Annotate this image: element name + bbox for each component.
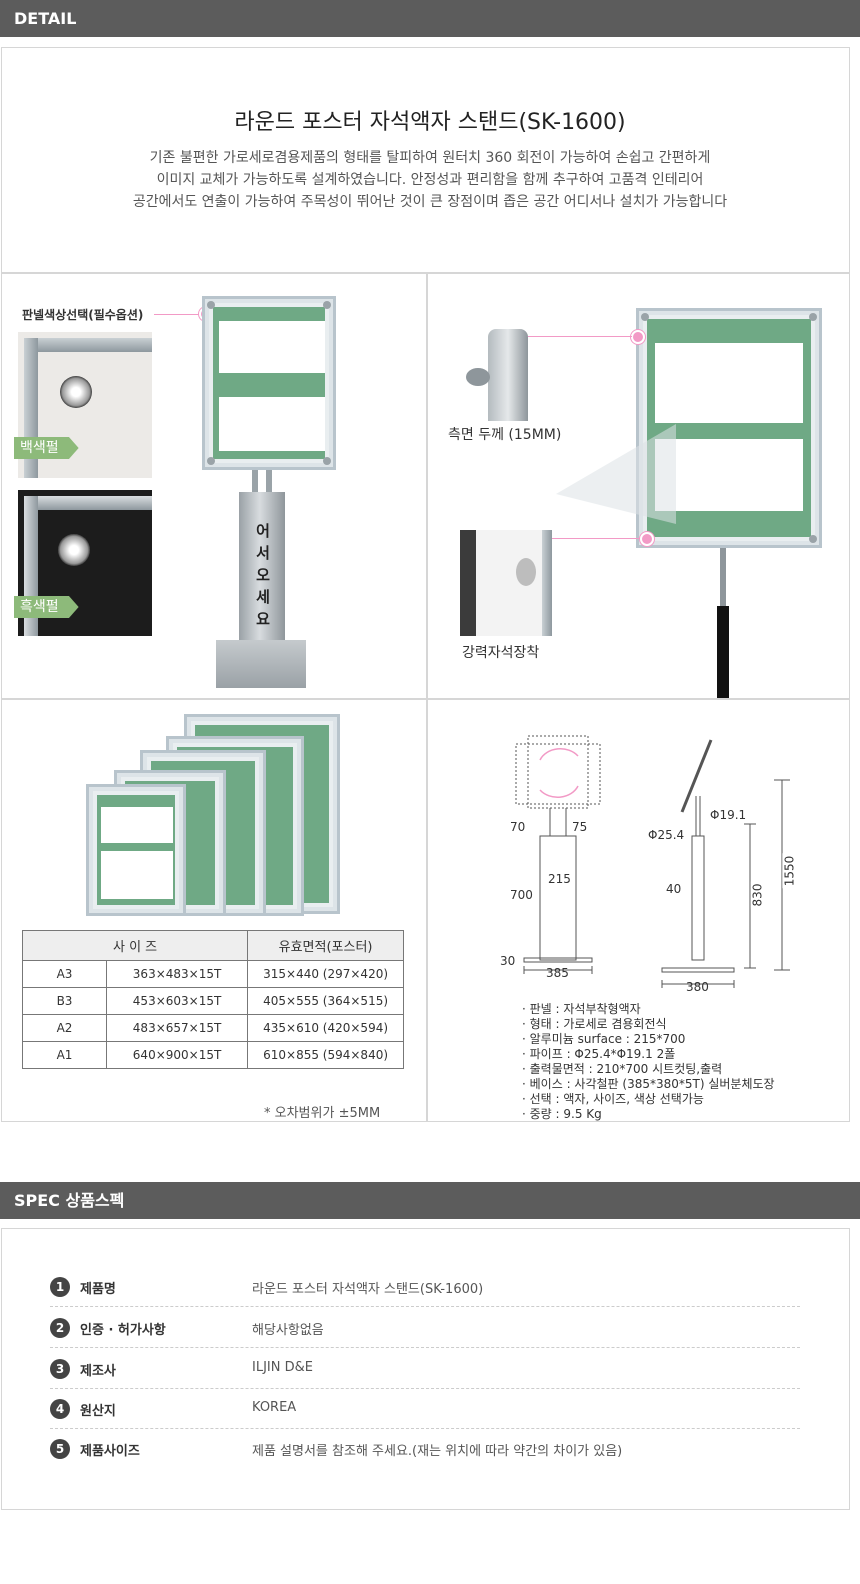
white-pearl-tag: 백색펄 (14, 437, 79, 459)
product-title: 라운드 포스터 자석액자 스탠드(SK-1600) (234, 110, 626, 135)
dim-830: 830 (750, 881, 765, 909)
callout-dot-bottom (640, 532, 654, 546)
leader-line-top (528, 336, 632, 337)
intro-line-2: 이미지 교체가 가능하도록 설계하였습니다. 안정성과 편리함을 함께 추구하여… (156, 172, 704, 188)
table-row: A3 363×483×15T 315×440 (297×420) (22, 960, 404, 988)
panel-color-cell: 판넬색상선택(필수옵션) 백색펄 흑색펄 어 서 오 세 요 (1, 273, 427, 699)
spec-list-item: · 파이프 : Φ25.4*Φ19.1 2폴 (522, 1047, 676, 1061)
dim-385: 385 (546, 966, 569, 980)
side-detail-cell: 측면 두께 (15MM) 강력자석장착 (427, 273, 850, 699)
spec-row-certification: 2 인증 · 허가사항 해당사항없음 (50, 1308, 800, 1348)
size-table-cell: 사 이 즈 유효면적(포스터) A3 363×483×15T 315×440 (… (1, 699, 427, 1122)
spec-box: 1 제품명 라운드 포스터 자석액자 스탠드(SK-1600) 2 인증 · 허… (1, 1228, 850, 1510)
spec-list-item: · 형태 : 가로세로 겸용회전식 (522, 1017, 667, 1031)
magnet-sample (460, 530, 552, 636)
dim-phi-19-1: Φ19.1 (710, 808, 747, 822)
frame-a3 (86, 784, 186, 916)
callout-dot-top (631, 330, 645, 344)
dim-30: 30 (500, 954, 516, 968)
panel-color-label: 판넬색상선택(필수옵션) (22, 308, 144, 322)
spec-row-size: 5 제품사이즈 제품 설명서를 참조해 주세요.(재는 위치에 따라 약간의 차… (50, 1429, 800, 1469)
dim-75: 75 (572, 820, 588, 834)
dim-215: 215 (548, 872, 571, 886)
spec-header-label: SPEC 상품스펙 (14, 1191, 125, 1210)
black-pearl-tag: 흑색펄 (14, 596, 79, 618)
spec-list-item: · 중량 : 9.5 Kg (522, 1107, 602, 1121)
stand-greeting: 어 서 오 세 요 (256, 522, 270, 628)
leader-line (154, 314, 204, 315)
spec-list-item: · 선택 : 액자, 사이즈, 색상 선택가능 (522, 1092, 704, 1106)
intro-line-3: 공간에서도 연출이 가능하여 주목성이 뛰어난 것이 큰 장점이며 좁은 공간 … (132, 194, 728, 210)
dim-700: 700 (510, 888, 533, 902)
dim-380: 380 (686, 980, 709, 994)
tolerance-note: * 오차범위가 ±5MM (264, 1106, 381, 1121)
intro-box (1, 47, 850, 273)
size-table-header: 사 이 즈 유효면적(포스터) (21, 930, 404, 961)
header-size: 사 이 즈 (21, 930, 249, 961)
dimension-cell: 70 75 215 700 30 385 Φ19.1 Φ25.4 40 830 … (427, 699, 850, 1122)
dim-40: 40 (666, 882, 682, 896)
magnet-label: 강력자석장착 (462, 645, 540, 661)
dim-phi-25-4: Φ25.4 (648, 828, 685, 842)
table-row: B3 453×603×15T 405×555 (364×515) (22, 987, 404, 1015)
table-row: A1 640×900×15T 610×855 (594×840) (22, 1041, 404, 1069)
spec-row-origin: 4 원산지 KOREA (50, 1389, 800, 1429)
pole-lower (717, 606, 729, 698)
intro-line-1: 기존 불편한 가로세로겸용제품의 형태를 탈피하여 원터치 360 회전이 가능… (149, 150, 711, 166)
spec-list-item: · 알루미늄 surface : 215*700 (522, 1032, 686, 1046)
dimension-drawing (515, 735, 790, 988)
acrylic-cover (556, 424, 676, 524)
poster-frame (202, 296, 336, 470)
size-table: 사 이 즈 유효면적(포스터) A3 363×483×15T 315×440 (… (21, 930, 404, 1069)
spec-list-item: · 판넬 : 자석부착형액자 (522, 1002, 641, 1016)
side-thickness-part (488, 329, 528, 421)
dim-70: 70 (510, 820, 526, 834)
detail-header-label: DETAIL (14, 9, 77, 28)
detail-header-bar: DETAIL (0, 0, 860, 37)
spec-list-item: · 출력물면적 : 210*700 시트컷팅,출력 (522, 1062, 723, 1076)
header-area: 유효면적(포스터) (247, 930, 404, 961)
spec-row-product-name: 1 제품명 라운드 포스터 자석액자 스탠드(SK-1600) (50, 1267, 800, 1307)
large-poster-frame (636, 308, 822, 548)
leader-line-bottom (552, 538, 640, 539)
stand-base (216, 640, 306, 688)
side-thickness-label: 측면 두께 (15MM) (448, 427, 562, 443)
pole (720, 548, 726, 608)
dim-1550: 1550 (782, 853, 797, 889)
spec-header-bar: SPEC 상품스펙 (0, 1182, 860, 1219)
stand-column (239, 492, 285, 642)
spec-list-item: · 베이스 : 사각철판 (385*380*5T) 실버분체도장 (522, 1077, 775, 1091)
spec-row-manufacturer: 3 제조사 ILJIN D&E (50, 1349, 800, 1389)
table-row: A2 483×657×15T 435×610 (420×594) (22, 1014, 404, 1042)
